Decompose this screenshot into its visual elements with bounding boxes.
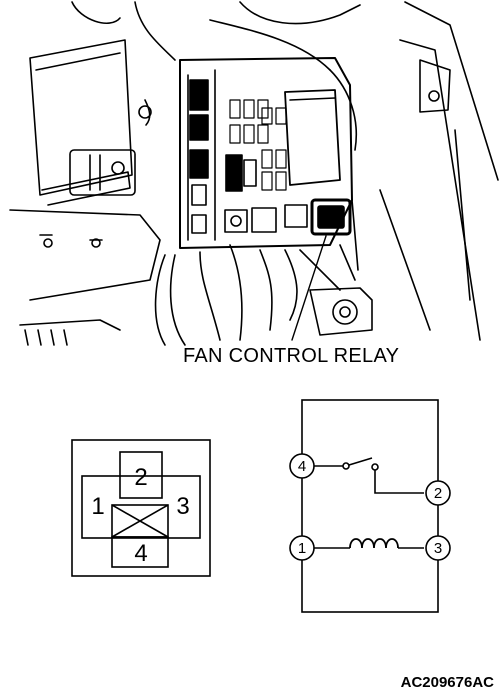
connector-pin-1-label: 1 <box>91 493 104 520</box>
engine-compartment-illustration <box>9 1 499 346</box>
connector-housing <box>71 439 211 577</box>
terminal-1-label: 1 <box>298 540 306 557</box>
coil-winding <box>349 538 399 549</box>
terminal-2-label: 2 <box>434 485 442 502</box>
terminal-2-circle <box>425 480 451 506</box>
connector-pin-2-cavity <box>119 451 163 499</box>
terminal-1-circle <box>289 535 315 561</box>
connector-pin-4-cavity <box>111 536 169 568</box>
relay-connector-diagram <box>71 439 211 577</box>
connector-pin-4-label: 4 <box>134 540 147 567</box>
switch-output-lead <box>374 470 424 494</box>
terminal-4-label: 4 <box>298 458 306 475</box>
switch-arm <box>348 457 373 466</box>
connector-pin-2-label: 2 <box>134 464 147 491</box>
relay-circuit-schematic <box>289 399 451 613</box>
switch-pivot-contact <box>342 462 350 470</box>
connector-pin-1-3-cavity <box>81 475 201 539</box>
terminal-3-label: 3 <box>434 540 442 557</box>
terminal-3-circle <box>425 535 451 561</box>
figure-code: AC209676AC <box>400 674 494 691</box>
connector-pin-3-label: 3 <box>176 493 189 520</box>
relay-outline <box>301 399 439 613</box>
switch-fixed-contact <box>371 463 379 471</box>
fan-control-relay-callout: FAN CONTROL RELAY <box>183 345 400 367</box>
terminal-4-circle <box>289 453 315 479</box>
